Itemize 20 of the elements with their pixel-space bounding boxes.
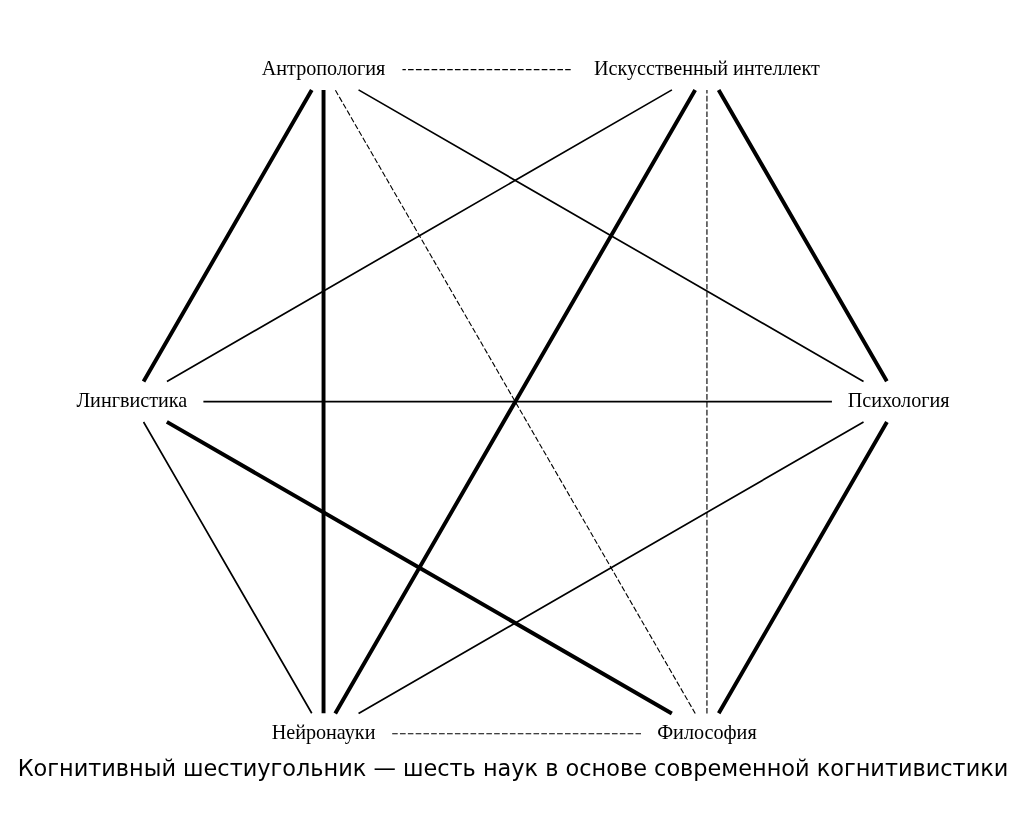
node-text: Психология bbox=[847, 388, 950, 411]
connector bbox=[142, 420, 313, 714]
connector bbox=[165, 419, 673, 715]
connector bbox=[706, 89, 708, 714]
node-text: Лингвистика bbox=[76, 388, 188, 411]
connector bbox=[141, 88, 314, 382]
node-text: Антропология bbox=[261, 56, 386, 79]
connector bbox=[166, 88, 673, 382]
connector bbox=[357, 420, 865, 714]
node-text: Нейронауки bbox=[271, 720, 376, 743]
caption: Когнитивный шестиугольник — шесть наук в основе современной когнитивистики bbox=[17, 754, 1009, 781]
connector bbox=[391, 732, 642, 734]
node-text: Искусственный интеллект bbox=[594, 56, 820, 79]
node-text: Философия bbox=[657, 720, 757, 743]
connector bbox=[357, 88, 865, 382]
connector bbox=[717, 420, 889, 714]
connector bbox=[716, 88, 889, 382]
connector bbox=[401, 68, 572, 70]
connector bbox=[321, 89, 326, 713]
connector bbox=[202, 400, 833, 403]
